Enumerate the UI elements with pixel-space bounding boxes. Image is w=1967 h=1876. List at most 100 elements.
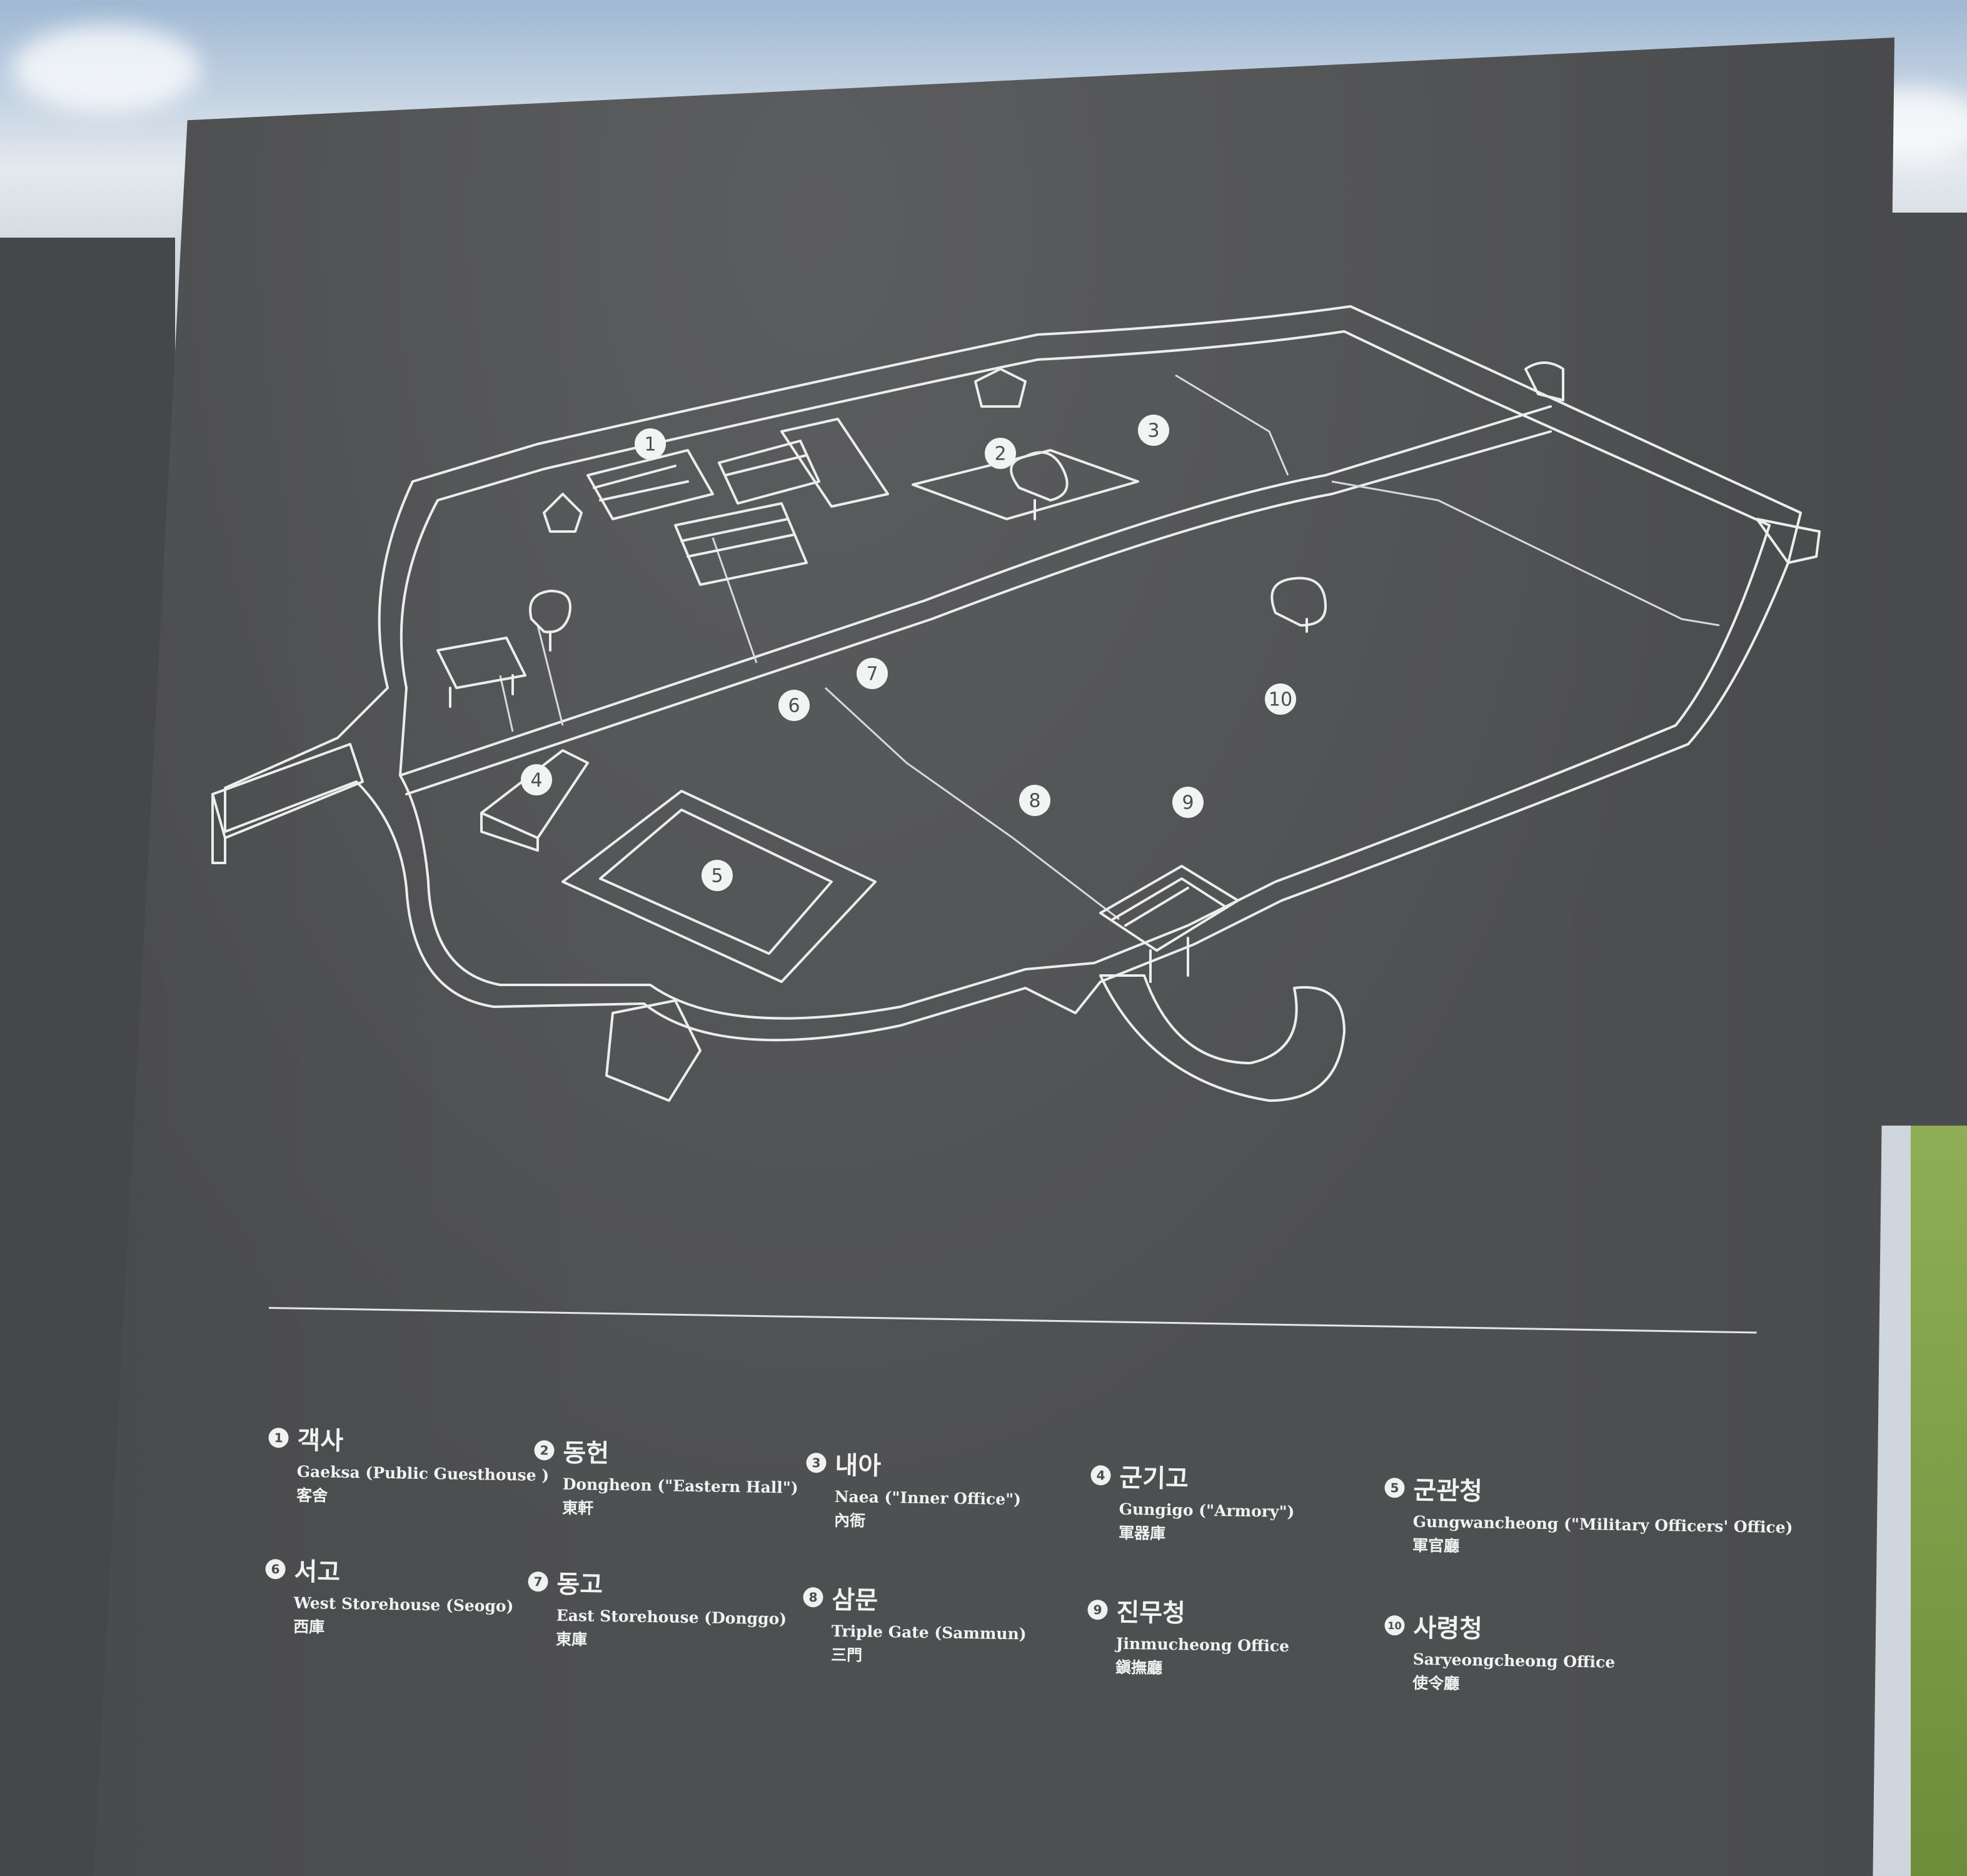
legend-number: 4 — [1090, 1465, 1111, 1486]
map-marker-label: 1 — [644, 434, 656, 456]
legend-item-8: 8 삼문 Triple Gate (Sammun) 三門 — [802, 1579, 1027, 1668]
outer-wall — [224, 305, 1802, 1042]
legend-item-1: 1 객사 Gaeksa (Public Guesthouse ) 客舍 — [268, 1420, 550, 1510]
map-marker-circle — [702, 860, 733, 891]
east-gate — [1756, 518, 1821, 564]
legend-number: 5 — [1384, 1477, 1405, 1498]
legend-korean-name: 객사 — [297, 1426, 344, 1456]
barbican-wall — [1099, 974, 1346, 1102]
map-marker-label: 3 — [1147, 420, 1159, 442]
legend-korean-name: 진무청 — [1116, 1598, 1186, 1628]
map-marker-label: 8 — [1029, 790, 1040, 812]
legend-item-4: 4 군기고 Gungigo ("Armory") 軍器庫 — [1090, 1457, 1295, 1546]
map-marker-1: 1 — [635, 428, 666, 460]
legend-item-10: 10 사령청 Saryeongcheong Office 使令廳 — [1384, 1607, 1616, 1697]
legend-hanja-name: 客舍 — [296, 1486, 328, 1505]
legend-english-name: Jinmucheong Office — [1115, 1634, 1290, 1656]
map-marker-circle — [1265, 683, 1296, 715]
map-marker-4: 4 — [521, 764, 552, 795]
legend-hanja-name: 內衙 — [833, 1511, 866, 1530]
map-marker-3: 3 — [1138, 415, 1169, 446]
inner-wall-gate — [824, 687, 1120, 920]
map-marker-label: 7 — [866, 663, 878, 685]
military-office-platform — [561, 790, 877, 983]
legend-number: 8 — [803, 1586, 823, 1608]
legend-number: 10 — [1384, 1615, 1405, 1636]
map-marker-label: 2 — [994, 443, 1006, 465]
legend-english-name: Triple Gate (Sammun) — [831, 1621, 1027, 1643]
map-marker-circle — [1019, 785, 1050, 816]
legend-korean-name: 동헌 — [563, 1438, 610, 1468]
map-marker-6: 6 — [778, 690, 810, 721]
south-gate — [605, 999, 702, 1102]
map-marker-8: 8 — [1019, 785, 1050, 816]
map-marker-label: 4 — [530, 770, 542, 792]
tree — [529, 451, 1327, 652]
triple-gate-building — [1099, 865, 1239, 983]
legend-english-name: Dongheon ("Eastern Hall") — [562, 1475, 798, 1497]
map-marker-circle — [985, 438, 1016, 469]
legend-hanja-name: 西庫 — [293, 1617, 325, 1636]
legend-number: 6 — [265, 1558, 286, 1580]
legend-hanja-name: 東軒 — [561, 1498, 594, 1518]
map-marker-2: 2 — [985, 438, 1016, 469]
inner-wall-west — [499, 537, 758, 732]
legend-english-name: East Storehouse (Donggo) — [556, 1606, 787, 1628]
map-marker-circle — [1172, 787, 1204, 818]
legend-item-6: 6 서고 West Storehouse (Seogo) 西庫 — [264, 1551, 515, 1640]
legend-hanja-name: 三門 — [830, 1645, 863, 1665]
map-marker-label: 9 — [1182, 792, 1194, 814]
legend-korean-name: 동고 — [556, 1570, 603, 1600]
grass — [1911, 1126, 1967, 1876]
map-marker-circle — [521, 764, 552, 795]
outer-wall-inner — [399, 330, 1771, 1020]
marker-layer: 1 2 3 4 5 6 7 8 9 10 — [521, 415, 1296, 891]
main-road — [399, 405, 1552, 795]
map-marker-circle — [778, 690, 810, 721]
legend-english-name: Gaeksa (Public Guesthouse ) — [296, 1462, 550, 1485]
legend-hanja-name: 使令廳 — [1412, 1673, 1460, 1693]
west-building — [436, 637, 526, 708]
map-marker-9: 9 — [1172, 787, 1204, 818]
cloud — [13, 25, 200, 113]
legend-english-name: Saryeongcheong Office — [1412, 1650, 1616, 1672]
map-marker-7: 7 — [857, 658, 888, 689]
legend-korean-name: 사령청 — [1413, 1613, 1483, 1644]
legend-item-2: 2 동헌 Dongheon ("Eastern Hall") 東軒 — [533, 1432, 799, 1522]
legend-number: 3 — [806, 1452, 827, 1473]
legend-english-name: Gungigo ("Armory") — [1119, 1500, 1295, 1521]
map-marker-circle — [1138, 415, 1169, 446]
map-marker-5: 5 — [702, 860, 733, 891]
legend-english-name: Gungwancheong ("Military Officers' Offic… — [1412, 1512, 1793, 1537]
west-gate — [211, 743, 364, 864]
legend-item-5: 5 군관청 Gungwancheong ("Military Officers' … — [1384, 1470, 1794, 1561]
legend-item-3: 3 내아 Naea ("Inner Office") 內衙 — [805, 1445, 1022, 1533]
map-marker-label: 10 — [1269, 689, 1292, 711]
legend-korean-name: 군관청 — [1413, 1476, 1483, 1506]
north-tower — [1524, 361, 1564, 401]
legend-item-9: 9 진무청 Jinmucheong Office 鎭撫廳 — [1087, 1591, 1290, 1680]
legend-hanja-name: 軍器庫 — [1118, 1523, 1166, 1543]
legend-english-name: West Storehouse (Seogo) — [293, 1593, 514, 1616]
legend-hanja-name: 東庫 — [555, 1630, 588, 1649]
dongheon-platform — [912, 449, 1139, 520]
map-marker-circle — [635, 428, 666, 460]
map-marker-label: 6 — [788, 695, 800, 717]
legend-korean-name: 삼문 — [832, 1585, 878, 1615]
gaeksa-buildings — [543, 418, 889, 586]
legend-number: 1 — [268, 1427, 289, 1448]
legend-number: 2 — [534, 1440, 555, 1461]
road-east — [1331, 480, 1720, 627]
map-marker-10: 10 — [1265, 683, 1296, 715]
legend-hanja-name: 鎭撫廳 — [1115, 1658, 1163, 1677]
legend-korean-name: 서고 — [294, 1557, 341, 1587]
legend-korean-name: 군기고 — [1119, 1463, 1189, 1494]
road-north — [1175, 374, 1289, 476]
map-marker-label: 5 — [711, 865, 723, 887]
legend-number: 7 — [528, 1571, 548, 1592]
legend-korean-name: 내아 — [835, 1451, 882, 1481]
legend-item-7: 7 동고 East Storehouse (Donggo) 東庫 — [527, 1563, 788, 1653]
legend-number: 9 — [1087, 1599, 1108, 1620]
legend-english-name: Naea ("Inner Office") — [834, 1487, 1022, 1509]
